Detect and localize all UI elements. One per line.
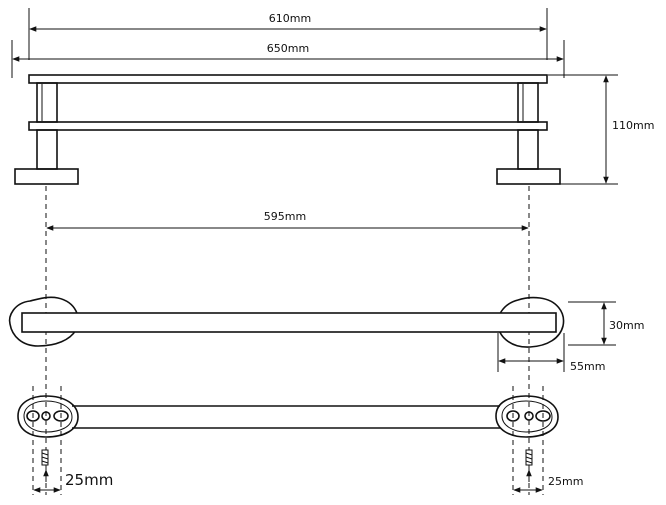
dim-55-label: 55mm [570, 360, 605, 373]
front-right-post-lower [517, 129, 539, 170]
screw-left-icon [41, 449, 49, 466]
front-lower-bar [28, 121, 548, 131]
mount-right-plate-inner [501, 400, 553, 433]
mount-right-hole-center [524, 411, 534, 421]
mounting-view: 25mm 25mm [17, 386, 583, 495]
dim-595-label: 595mm [264, 210, 306, 223]
dim-25-right-label: 25mm [548, 475, 583, 488]
dim-110-label: 110mm [612, 119, 654, 132]
mount-left-hole-b [53, 410, 69, 422]
mount-right-plate [495, 395, 559, 438]
top-view: 30mm 55mm [8, 296, 644, 373]
front-left-post-upper [36, 82, 58, 123]
mount-left-hole-center [41, 411, 51, 421]
mount-left-hole-a [26, 410, 40, 422]
top-left-bracket [8, 296, 80, 347]
mount-right-hole-b [535, 410, 551, 422]
screw-right-icon [525, 449, 533, 466]
top-bar [21, 312, 557, 333]
front-left-post-lower [36, 129, 58, 170]
dim-650-label: 650mm [267, 42, 309, 55]
front-top-bar [28, 74, 548, 84]
dim-610-label: 610mm [269, 12, 311, 25]
front-left-base [14, 168, 79, 185]
front-right-post-upper [517, 82, 539, 123]
front-view: 610mm 650mm 110mm [11, 8, 654, 185]
dim-30-label: 30mm [609, 319, 644, 332]
mount-left-plate-inner [23, 400, 73, 433]
front-right-base [496, 168, 561, 185]
dim-25-left-label: 25mm [65, 471, 113, 489]
centerlines [45, 186, 530, 495]
mount-right-hole-a [506, 410, 520, 422]
